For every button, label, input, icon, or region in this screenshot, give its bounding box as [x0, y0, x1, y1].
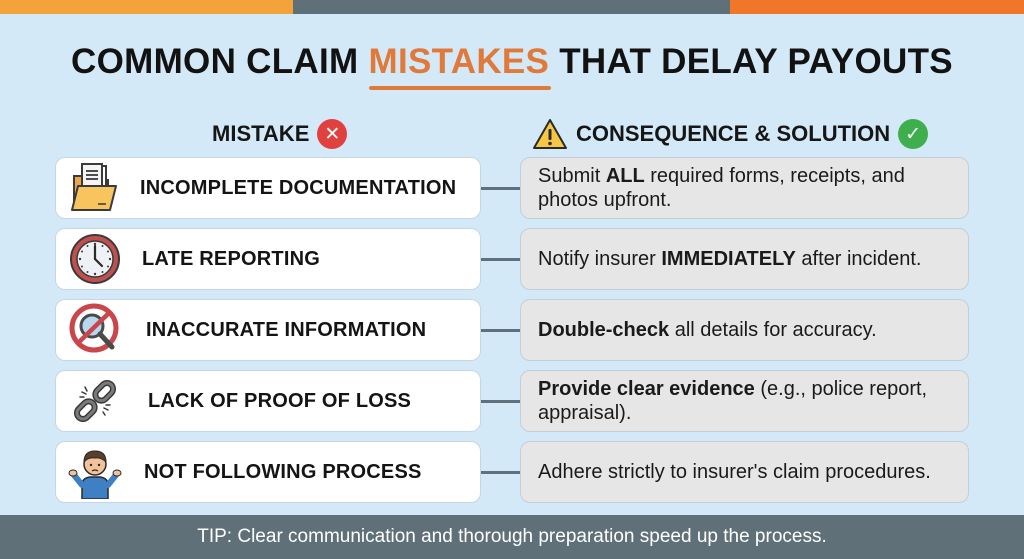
title-highlight: MISTAKES — [368, 42, 550, 81]
solution-text: Notify insurer IMMEDIATELY after inciden… — [538, 248, 922, 270]
mistake-card: LATE REPORTING — [55, 228, 481, 290]
mistake-label: NOT FOLLOWING PROCESS — [144, 460, 422, 483]
mistake-label: LACK OF PROOF OF LOSS — [148, 389, 412, 412]
solution-text: Double-check all details for accuracy. — [538, 319, 877, 341]
claim-row: LATE REPORTING Notify insurer IMMEDIATEL… — [0, 228, 1024, 290]
solution-card: Adhere strictly to insurer's claim proce… — [520, 441, 969, 503]
mistake-card: INACCURATE INFORMATION — [55, 299, 481, 361]
folder-documents-icon — [66, 160, 124, 216]
solution-text: Provide clear evidence (e.g., police rep… — [538, 378, 928, 424]
solution-card: Double-check all details for accuracy. — [520, 299, 969, 361]
mistake-column-header: MISTAKE ✕ — [212, 117, 348, 151]
solution-column-header: CONSEQUENCE & SOLUTION ✓ — [532, 117, 929, 151]
claim-row: NOT FOLLOWING PROCESS Adhere strictly to… — [0, 441, 1024, 503]
claim-row: LACK OF PROOF OF LOSS Provide clear evid… — [0, 370, 1024, 432]
mistake-card: INCOMPLETE DOCUMENTATION — [55, 157, 481, 219]
solution-card: Provide clear evidence (e.g., police rep… — [520, 370, 969, 432]
solution-card: Submit ALL required forms, receipts, and… — [520, 157, 969, 219]
mistake-card: NOT FOLLOWING PROCESS — [55, 441, 481, 503]
warning-triangle-icon — [533, 119, 567, 149]
no-magnifier-icon — [66, 302, 124, 358]
solution-text: Submit ALL required forms, receipts, and… — [538, 165, 905, 211]
mistake-label: LATE REPORTING — [142, 247, 320, 270]
title-part-2: THAT DELAY PAYOUTS — [549, 42, 953, 81]
mistake-label: INACCURATE INFORMATION — [146, 318, 427, 341]
connector-line — [481, 400, 521, 403]
solution-card: Notify insurer IMMEDIATELY after inciden… — [520, 228, 969, 290]
solution-header-label: CONSEQUENCE & SOLUTION — [576, 121, 891, 146]
claim-row: INCOMPLETE DOCUMENTATION Submit ALL requ… — [0, 157, 1024, 219]
connector-line — [481, 471, 521, 474]
connector-line — [481, 258, 521, 261]
tip-bar: TIP: Clear communication and thorough pr… — [0, 515, 1024, 559]
mistake-label: INCOMPLETE DOCUMENTATION — [140, 176, 457, 199]
mistake-card: LACK OF PROOF OF LOSS — [55, 370, 481, 432]
connector-line — [481, 329, 521, 332]
mistake-header-label: MISTAKE — [212, 121, 310, 146]
connector-line — [481, 187, 521, 190]
x-circle-icon: ✕ — [317, 119, 348, 149]
page-title: COMMON CLAIM MISTAKES THAT DELAY PAYOUTS — [0, 42, 1024, 82]
top-bar-gray-segment — [293, 0, 730, 14]
title-underline — [369, 86, 551, 90]
tip-text: TIP: Clear communication and thorough pr… — [197, 526, 827, 547]
shrugging-person-icon — [66, 444, 124, 500]
solution-text: Adhere strictly to insurer's claim proce… — [538, 461, 931, 483]
title-part-1: COMMON CLAIM — [71, 42, 369, 81]
top-bar-dark-orange-segment — [730, 0, 1024, 14]
check-circle-icon: ✓ — [898, 119, 929, 149]
claim-row: INACCURATE INFORMATION Double-check all … — [0, 299, 1024, 361]
top-color-bar — [0, 0, 1024, 14]
clock-icon — [66, 231, 124, 287]
top-bar-orange-segment — [0, 0, 293, 14]
broken-chain-icon — [66, 373, 124, 429]
